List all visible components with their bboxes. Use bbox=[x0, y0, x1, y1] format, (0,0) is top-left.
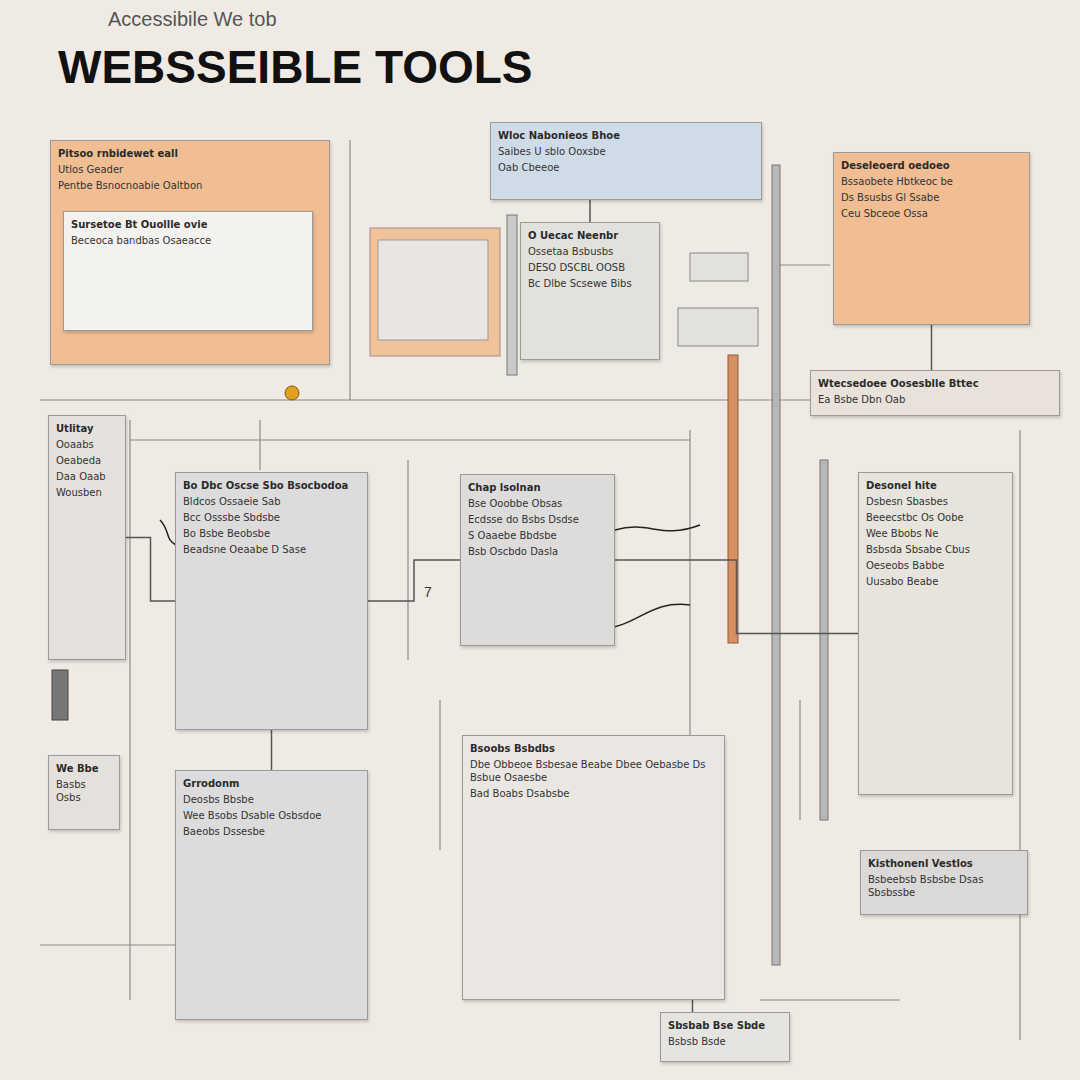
panel-text: Oeseobs Babbe bbox=[866, 559, 1005, 572]
node-dot bbox=[285, 386, 299, 400]
plug bbox=[52, 670, 68, 720]
panel-text: Utlos Geader bbox=[58, 163, 322, 176]
panel-box: We BbeBasbs Osbs bbox=[48, 755, 120, 830]
panel-text: Beadsne Oeaabe D Sase bbox=[183, 543, 360, 556]
panel-text: Bssaobete Hbtkeoc be bbox=[841, 175, 1022, 188]
panel-text: Pentbe Bsnocnoabie Oaltbon bbox=[58, 179, 322, 192]
panel-heading: Pitsoo rnbidewet eall bbox=[58, 147, 322, 160]
panel-text: Ossetaa Bsbusbs bbox=[528, 245, 652, 258]
panel-text: Bcc Osssbe Sbdsbe bbox=[183, 511, 360, 524]
panel-heading: Wloc Nabonieos Bhoe bbox=[498, 129, 754, 142]
panel-text: Ea Bsbe Dbn Oab bbox=[818, 393, 1052, 406]
panel-heading: Deseleoerd oedoeo bbox=[841, 159, 1022, 172]
cable bbox=[160, 520, 176, 545]
back-panel bbox=[370, 228, 500, 356]
side-widget bbox=[678, 308, 758, 346]
panel-heading: Desonel hite bbox=[866, 479, 1005, 492]
panel-text: Bsbeebsb Bsbsbe Dsas Sbsbssbe bbox=[868, 873, 1020, 899]
panel-box: Chap lsolnanBse Ooobbe ObsasEcdsse do Bs… bbox=[460, 474, 615, 646]
side-widget bbox=[690, 253, 748, 281]
panel-box: Bo Dbc Oscse Sbo BsocbodoaBldcos Ossaeie… bbox=[175, 472, 368, 730]
panel-box: Wloc Nabonieos BhoeSaibes U sblo OoxsbeO… bbox=[490, 122, 762, 200]
panel-text: Basbs Osbs bbox=[56, 778, 112, 804]
panel-box: GrrodonmDeosbs BbsbeWee Bsobs Dsable Osb… bbox=[175, 770, 368, 1020]
panel-text: Saibes U sblo Ooxsbe bbox=[498, 145, 754, 158]
panel-text: DESO DSCBL OOSB bbox=[528, 261, 652, 274]
panel-text: Beeecstbc Os Oobe bbox=[866, 511, 1005, 524]
pole bbox=[820, 460, 828, 820]
callout-number: 7 bbox=[424, 584, 432, 600]
panel-text: Oab Cbeeoe bbox=[498, 161, 754, 174]
panel-text: Ceu Sbceoe Ossa bbox=[841, 207, 1022, 220]
panel-text: Ooaabs bbox=[56, 438, 118, 451]
panel-box: O Uecac NeenbrOssetaa BsbusbsDESO DSCBL … bbox=[520, 222, 660, 360]
panel-heading: Wtecsedoee Oosesblle Bttec bbox=[818, 377, 1052, 390]
connector bbox=[615, 560, 858, 634]
panel-text: Wee Bsobs Dsable Osbsdoe bbox=[183, 809, 360, 822]
panel-heading: Grrodonm bbox=[183, 777, 360, 790]
panel-box: Sbsbab Bse SbdeBsbsb Bsde bbox=[660, 1012, 790, 1062]
panel-text: Bc Dlbe Scsewe Bibs bbox=[528, 277, 652, 290]
panel-text: Bo Bsbe Beobsbe bbox=[183, 527, 360, 540]
panel-box: Deseleoerd oedoeoBssaobete Hbtkeoc be Ds … bbox=[833, 152, 1030, 325]
panel-text: Beceoca bandbas Osaeacce bbox=[71, 234, 305, 247]
connector bbox=[590, 200, 591, 222]
pole bbox=[772, 165, 780, 965]
panel-heading: O Uecac Neenbr bbox=[528, 229, 652, 242]
panel-box: Desonel hiteDsbesn SbasbesBeeecstbc Os O… bbox=[858, 472, 1013, 795]
connector bbox=[692, 1000, 693, 1012]
panel-heading: Utlitay bbox=[56, 422, 118, 435]
panel-text: Dsbesn Sbasbes bbox=[866, 495, 1005, 508]
panel-box: UtlitayOoaabsOeabedaDaa OaabWousben bbox=[48, 415, 126, 660]
subtitle: Accessibile We tob bbox=[108, 8, 277, 31]
connector bbox=[931, 325, 932, 370]
pole bbox=[507, 215, 517, 375]
panel-text: Baeobs Dssesbe bbox=[183, 825, 360, 838]
panel-heading: Chap lsolnan bbox=[468, 481, 607, 494]
cable bbox=[615, 525, 700, 531]
panel-text: Deosbs Bbsbe bbox=[183, 793, 360, 806]
title: WEBSSEIBLE TOOLS bbox=[58, 40, 533, 94]
connector bbox=[126, 538, 175, 602]
panel-text: Wousben bbox=[56, 486, 118, 499]
panel-text: Bse Ooobbe Obsas bbox=[468, 497, 607, 510]
panel-text: Dbe Obbeoe Bsbesae Beabe Dbee Oebasbe Ds… bbox=[470, 758, 717, 784]
panel-text: Bldcos Ossaeie Sab bbox=[183, 495, 360, 508]
panel-heading: We Bbe bbox=[56, 762, 112, 775]
panel-box: Wtecsedoee Oosesblle Bttec Ea Bsbe Dbn Oa… bbox=[810, 370, 1060, 416]
panel-text: Uusabo Beabe bbox=[866, 575, 1005, 588]
panel-text: Bsbsb Bsde bbox=[668, 1035, 782, 1048]
panel-box: Bsoobs BsbdbsDbe Obbeoe Bsbesae Beabe Db… bbox=[462, 735, 725, 1000]
panel-heading: Sursetoe Bt Ouollle ovie bbox=[71, 218, 305, 231]
panel-box: Pitsoo rnbidewet eallUtlos GeaderPentbe … bbox=[50, 140, 330, 365]
panel-heading: Kisthonenl Vestlos bbox=[868, 857, 1020, 870]
panel-text: Wee Bbobs Ne bbox=[866, 527, 1005, 540]
panel-box: Sursetoe Bt Ouollle ovieBeceoca bandbas … bbox=[63, 211, 313, 331]
panel-text: S Oaaebe Bbdsbe bbox=[468, 529, 607, 542]
panel-text: Bsb Oscbdo Dasla bbox=[468, 545, 607, 558]
panel-text: Oeabeda bbox=[56, 454, 118, 467]
panel-text: Ds Bsusbs Gl Ssabe bbox=[841, 191, 1022, 204]
panel-heading: Sbsbab Bse Sbde bbox=[668, 1019, 782, 1032]
panel-text: Bsbsda Sbsabe Cbus bbox=[866, 543, 1005, 556]
connector bbox=[271, 730, 272, 770]
connector bbox=[368, 560, 460, 601]
panel-text: Bad Boabs Dsabsbe bbox=[470, 787, 717, 800]
grid-lines bbox=[40, 140, 1040, 1040]
panel-heading: Bsoobs Bsbdbs bbox=[470, 742, 717, 755]
panel-box: Kisthonenl VestlosBsbeebsb Bsbsbe Dsas S… bbox=[860, 850, 1028, 915]
panel-text: Ecdsse do Bsbs Dsdse bbox=[468, 513, 607, 526]
panel-text: Daa Oaab bbox=[56, 470, 118, 483]
panel-heading: Bo Dbc Oscse Sbo Bsocbodoa bbox=[183, 479, 360, 492]
back-panel bbox=[378, 240, 488, 340]
